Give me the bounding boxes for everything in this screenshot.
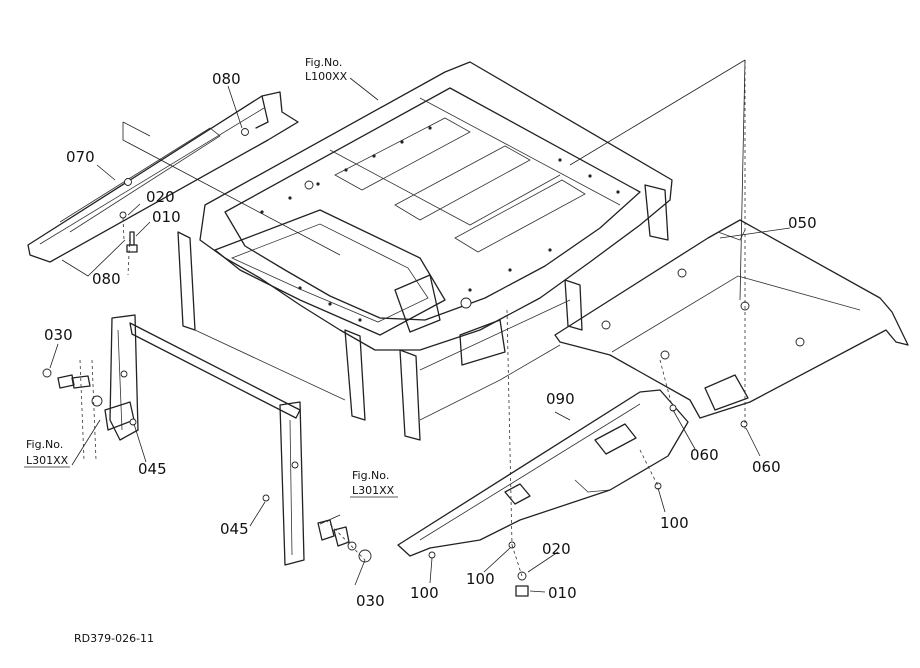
figure-ref-left-line1: Fig.No.	[26, 438, 63, 451]
door-frame-left	[104, 314, 305, 566]
roof-trim-090	[397, 389, 689, 557]
hinge-hardware-center	[262, 494, 372, 563]
roof-trim-070	[27, 91, 299, 263]
callout-100-left: 100	[410, 584, 439, 602]
leader-lines	[49, 59, 791, 593]
callout-100-right: 100	[660, 514, 689, 532]
figure-ref-roof-line2: L100XX	[305, 70, 348, 83]
figure-ref-left: Fig.No. L301XX	[24, 438, 70, 468]
callout-090: 090	[546, 390, 575, 408]
figure-ref-center: Fig.No. L301XX	[350, 469, 398, 498]
callout-100-middle: 100	[466, 570, 495, 588]
assembly-lines	[79, 60, 746, 577]
cab-frame	[177, 61, 673, 441]
fastener-010-upper	[119, 211, 138, 253]
callout-020-lower: 020	[542, 540, 571, 558]
callout-080-top: 080	[212, 70, 241, 88]
clips-060	[669, 404, 748, 428]
figure-ref-center-line2: L301XX	[352, 484, 395, 497]
callout-010-lower: 010	[548, 584, 577, 602]
callout-labels: 080 070 020 010 080 030 045 045 030 050 …	[44, 70, 817, 610]
figure-ref-roof: Fig.No. L100XX	[305, 56, 348, 83]
callout-045-center: 045	[220, 520, 249, 538]
roof-rivets	[260, 126, 620, 322]
drawing-id: RD379-026-11	[74, 632, 154, 645]
callout-050: 050	[788, 214, 817, 232]
hinge-hardware-left	[42, 368, 137, 426]
callout-080-bottom: 080	[92, 270, 121, 288]
figure-ref-roof-line1: Fig.No.	[305, 56, 342, 69]
callout-030-center: 030	[356, 592, 385, 610]
callout-070: 070	[66, 148, 95, 166]
callout-045-left: 045	[138, 460, 167, 478]
callout-060-left: 060	[690, 446, 719, 464]
callout-020-upper: 020	[146, 188, 175, 206]
headliner-050	[554, 219, 909, 419]
callout-060-right: 060	[752, 458, 781, 476]
figure-ref-center-line1: Fig.No.	[352, 469, 389, 482]
figure-ref-left-line2: L301XX	[26, 454, 69, 467]
callout-010-upper: 010	[152, 208, 181, 226]
callout-030-left: 030	[44, 326, 73, 344]
